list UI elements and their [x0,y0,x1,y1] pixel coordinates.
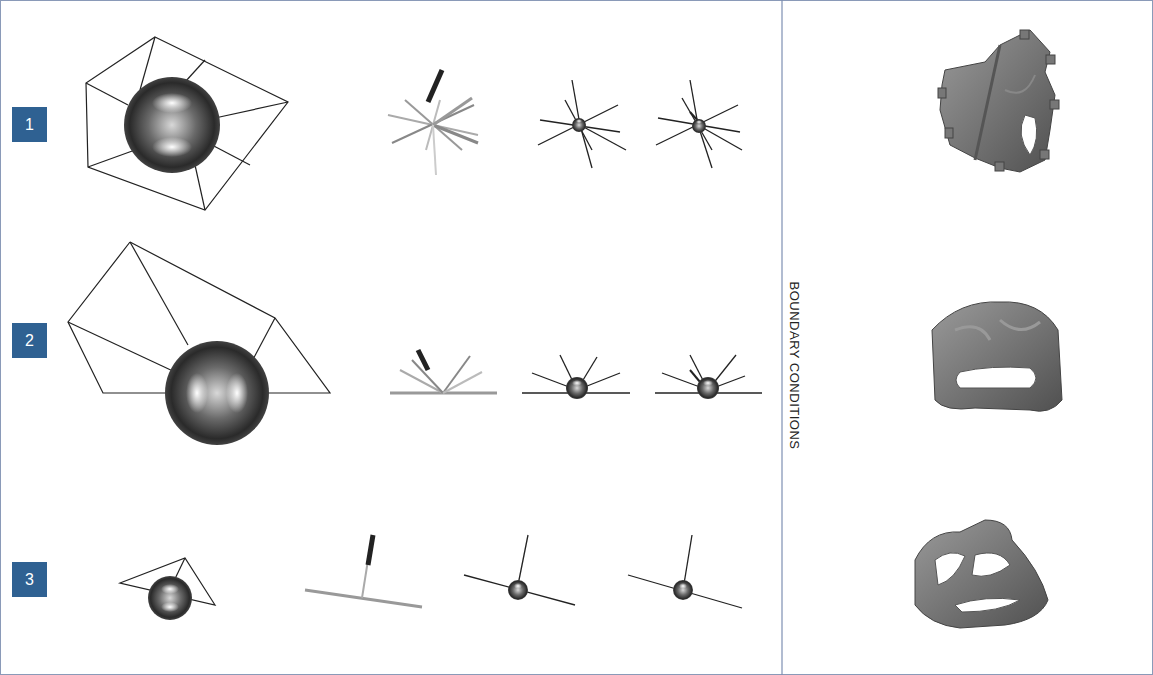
row-number: 1 [25,117,34,133]
row-number-box: 2 [12,323,47,358]
side-label: BOUNDARY CONDITIONS [787,279,804,451]
joint-tee [464,535,575,605]
joint-sphere [692,119,706,133]
row-number-box: 3 [12,562,47,597]
row-number: 2 [25,333,34,349]
joint-star [538,80,626,168]
optimized-shape [932,302,1062,411]
joint-sphere [673,580,693,600]
divider [781,0,782,675]
wire-box [86,37,288,210]
sphere [124,77,220,173]
sphere [148,576,192,620]
constraint-fan [390,350,497,393]
joint-star [656,80,742,168]
constraint-tee [305,535,422,607]
joint-sphere [566,377,588,399]
row-number: 3 [25,572,34,588]
joint-tee [628,535,742,608]
joint-sphere [697,377,719,399]
optimized-shape [938,30,1059,172]
joint-sphere [572,118,586,132]
constraint-star [388,70,478,175]
joint-sphere [508,580,528,600]
row-number-box: 1 [12,107,47,142]
sphere [165,341,269,445]
optimized-shape [915,520,1048,628]
